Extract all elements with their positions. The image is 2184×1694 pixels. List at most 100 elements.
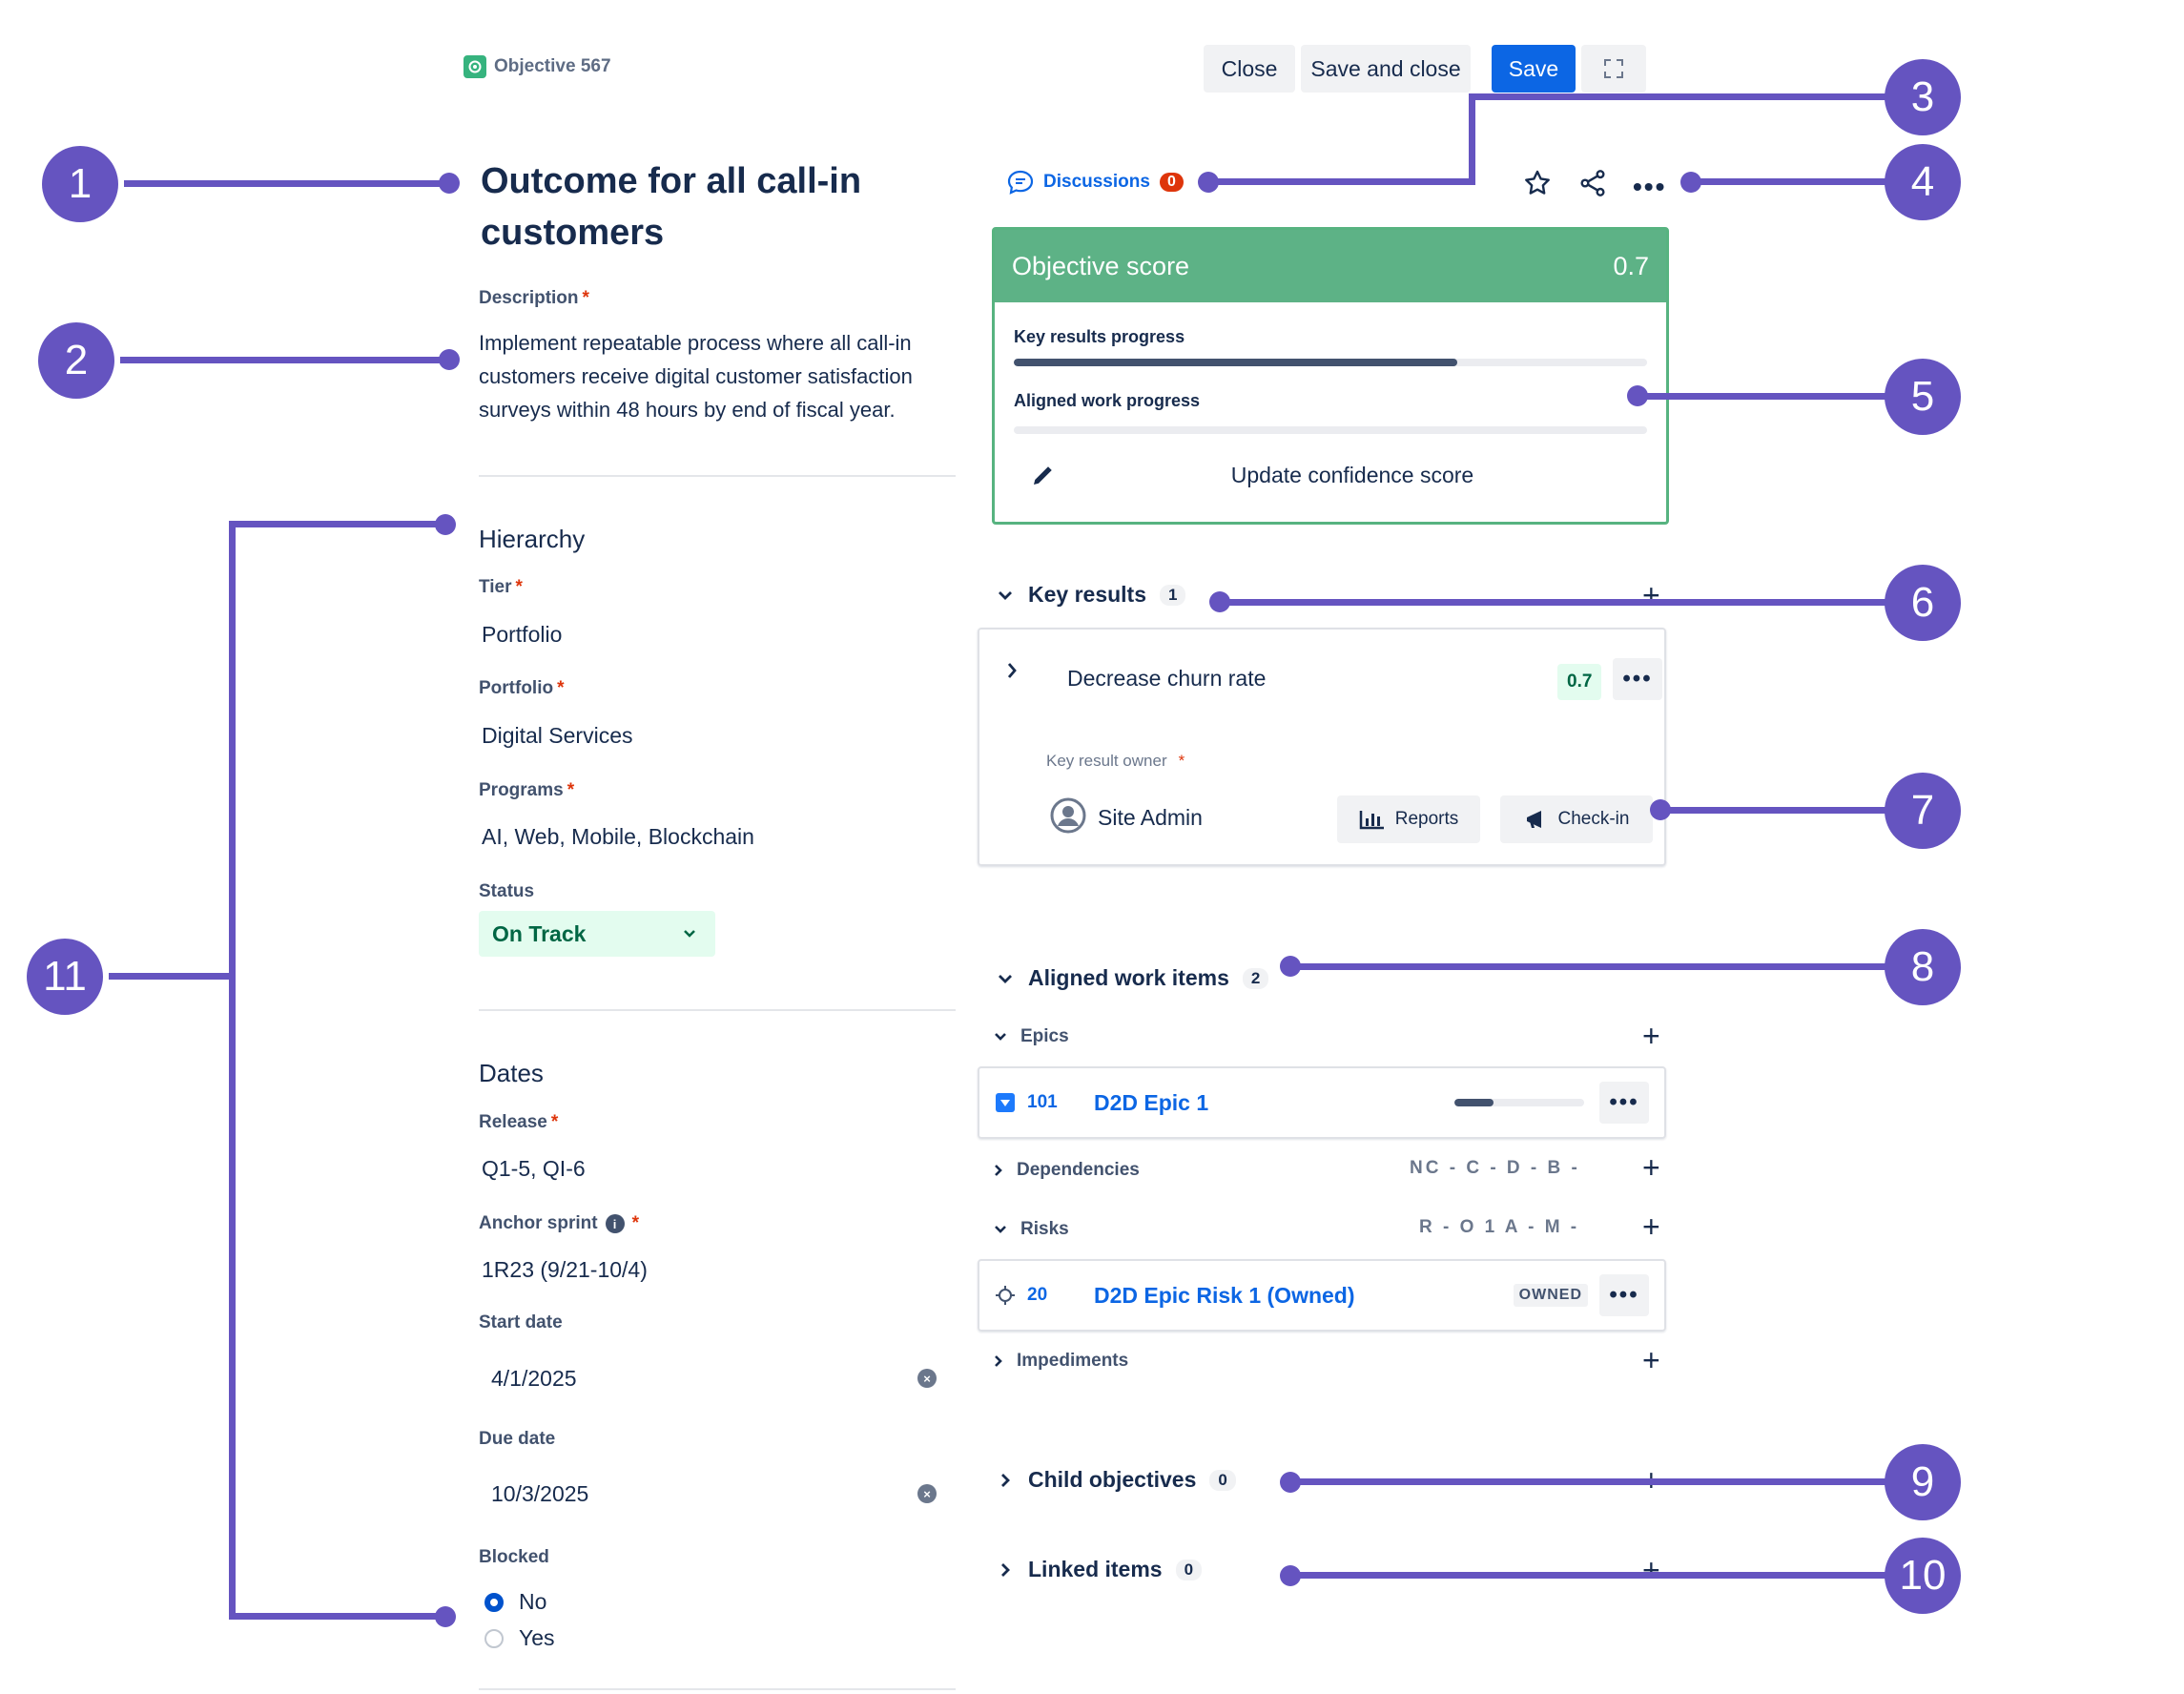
chevron-right-icon (994, 1354, 1003, 1368)
due-date-label: Due date (479, 1429, 556, 1449)
page-title[interactable]: Outcome for all call-in customers (481, 161, 862, 253)
risk-row[interactable]: 20 D2D Epic Risk 1 (Owned) OWNED ••• (978, 1259, 1666, 1332)
callout-line (1469, 93, 1475, 185)
epic-row[interactable]: 101 D2D Epic 1 ••• (978, 1066, 1666, 1139)
key-result-title[interactable]: Decrease churn rate (1067, 666, 1267, 691)
clear-icon[interactable]: × (917, 1369, 937, 1388)
callout-line (1469, 93, 1886, 100)
divider (479, 1688, 956, 1690)
chevron-down-icon (994, 1032, 1007, 1042)
callout-dot (1680, 172, 1701, 193)
aligned-work-items-header[interactable]: Aligned work items 2 (996, 965, 1269, 991)
expand-button[interactable] (1581, 45, 1646, 93)
check-in-button[interactable]: Check-in (1500, 795, 1653, 843)
more-icon[interactable]: ••• (1633, 172, 1667, 201)
dependencies-header[interactable]: Dependencies (994, 1160, 1140, 1181)
reports-button[interactable]: Reports (1337, 795, 1480, 843)
chevron-right-icon[interactable] (1006, 662, 1018, 679)
description-text[interactable]: Implement repeatable process where all c… (479, 331, 913, 422)
tier-label: Tier* (479, 577, 523, 597)
megaphone-icon (1524, 808, 1549, 831)
linked-items-header[interactable]: Linked items 0 (996, 1557, 1203, 1582)
save-button[interactable]: Save (1492, 45, 1576, 93)
portfolio-field[interactable]: Digital Services (482, 723, 633, 748)
epic-title[interactable]: D2D Epic 1 (1094, 1089, 1209, 1115)
epic-progress-bar (1454, 1099, 1584, 1106)
callout-8: 8 (1885, 929, 1961, 1005)
object-key[interactable]: Objective 567 (464, 55, 611, 78)
epic-key[interactable]: 101 (1027, 1092, 1058, 1112)
bar-chart-icon (1359, 809, 1386, 830)
chevron-right-icon (996, 1473, 1015, 1488)
impediments-header[interactable]: Impediments (994, 1351, 1128, 1372)
risk-key[interactable]: 20 (1027, 1285, 1048, 1305)
add-epic-icon[interactable]: + (1642, 1019, 1660, 1053)
anchor-sprint-field[interactable]: 1R23 (9/21-10/4) (482, 1257, 648, 1282)
key-results-header[interactable]: Key results 1 (996, 582, 1186, 608)
radio-unchecked-icon (484, 1628, 504, 1648)
risk-more-button[interactable]: ••• (1599, 1274, 1649, 1316)
callout-line (1297, 963, 1886, 970)
key-result-more-button[interactable]: ••• (1613, 658, 1662, 700)
key-result-owner-name[interactable]: Site Admin (1098, 805, 1203, 830)
blocked-no-radio[interactable]: No (484, 1589, 546, 1615)
save-and-close-button[interactable]: Save and close (1301, 45, 1471, 93)
close-button[interactable]: Close (1204, 45, 1295, 93)
epic-more-button[interactable]: ••• (1599, 1082, 1649, 1124)
risk-type-filters[interactable]: R - O 1 A - M - (1419, 1217, 1580, 1237)
callout-dot (1280, 1472, 1301, 1493)
aligned-work-items-count: 2 (1242, 967, 1269, 989)
risks-header[interactable]: Risks (994, 1219, 1069, 1240)
discussions-label: Discussions (1043, 172, 1150, 192)
divider (479, 475, 956, 477)
discussions-link[interactable]: Discussions 0 (1007, 170, 1184, 195)
status-select[interactable]: On Track (479, 911, 715, 957)
start-date-field[interactable]: 4/1/2025 (491, 1366, 577, 1391)
add-risk-icon[interactable]: + (1642, 1209, 1660, 1244)
add-impediment-icon[interactable]: + (1642, 1343, 1660, 1377)
check-in-label: Check-in (1557, 809, 1630, 829)
callout-line (1640, 393, 1886, 400)
add-dependency-icon[interactable]: + (1642, 1150, 1660, 1185)
share-icon[interactable] (1577, 168, 1608, 198)
update-confidence-button[interactable]: Update confidence score (1230, 462, 1474, 487)
objective-icon (464, 55, 486, 78)
callout-line (229, 521, 444, 527)
add-key-result-icon[interactable]: + (1642, 578, 1660, 612)
key-result-card: Decrease churn rate 0.7 ••• Key result o… (978, 628, 1666, 866)
key-results-progress-bar (1014, 359, 1647, 366)
callout-dot (435, 514, 456, 535)
linked-items-heading: Linked items (1028, 1557, 1163, 1581)
dates-heading: Dates (479, 1059, 544, 1087)
clear-icon[interactable]: × (917, 1484, 937, 1503)
object-key-label: Objective 567 (494, 56, 611, 76)
portfolio-label: Portfolio* (479, 678, 565, 698)
score-card-header: Objective score 0.7 (995, 230, 1666, 302)
programs-field[interactable]: AI, Web, Mobile, Blockchain (482, 824, 754, 849)
dependency-type-filters[interactable]: NC - C - D - B - (1410, 1158, 1580, 1178)
anchor-sprint-label: Anchor sprint i * (479, 1213, 639, 1233)
status-label: Status (479, 881, 535, 901)
key-results-count: 1 (1160, 584, 1186, 606)
callout-dot (1280, 956, 1301, 977)
aligned-work-progress-label: Aligned work progress (1014, 391, 1201, 410)
score-card-title: Objective score (1012, 251, 1190, 280)
callout-line (1204, 178, 1475, 185)
risk-title[interactable]: D2D Epic Risk 1 (Owned) (1094, 1282, 1355, 1308)
star-icon[interactable] (1522, 168, 1553, 198)
info-icon[interactable]: i (605, 1214, 625, 1233)
update-confidence-row[interactable]: Update confidence score (995, 434, 1666, 489)
epics-header[interactable]: Epics (994, 1026, 1069, 1047)
callout-line (1297, 1572, 1886, 1579)
tier-field[interactable]: Portfolio (482, 622, 563, 647)
callout-7: 7 (1885, 773, 1961, 849)
chat-icon (1007, 170, 1034, 195)
due-date-field[interactable]: 10/3/2025 (491, 1481, 589, 1506)
add-linked-item-icon[interactable]: + (1642, 1553, 1660, 1587)
owned-badge: OWNED (1513, 1284, 1588, 1307)
blocked-yes-radio[interactable]: Yes (484, 1625, 555, 1651)
child-objectives-header[interactable]: Child objectives 0 (996, 1467, 1236, 1493)
reports-label: Reports (1394, 809, 1459, 829)
chevron-right-icon (996, 1562, 1015, 1578)
release-field[interactable]: Q1-5, QI-6 (482, 1156, 586, 1181)
